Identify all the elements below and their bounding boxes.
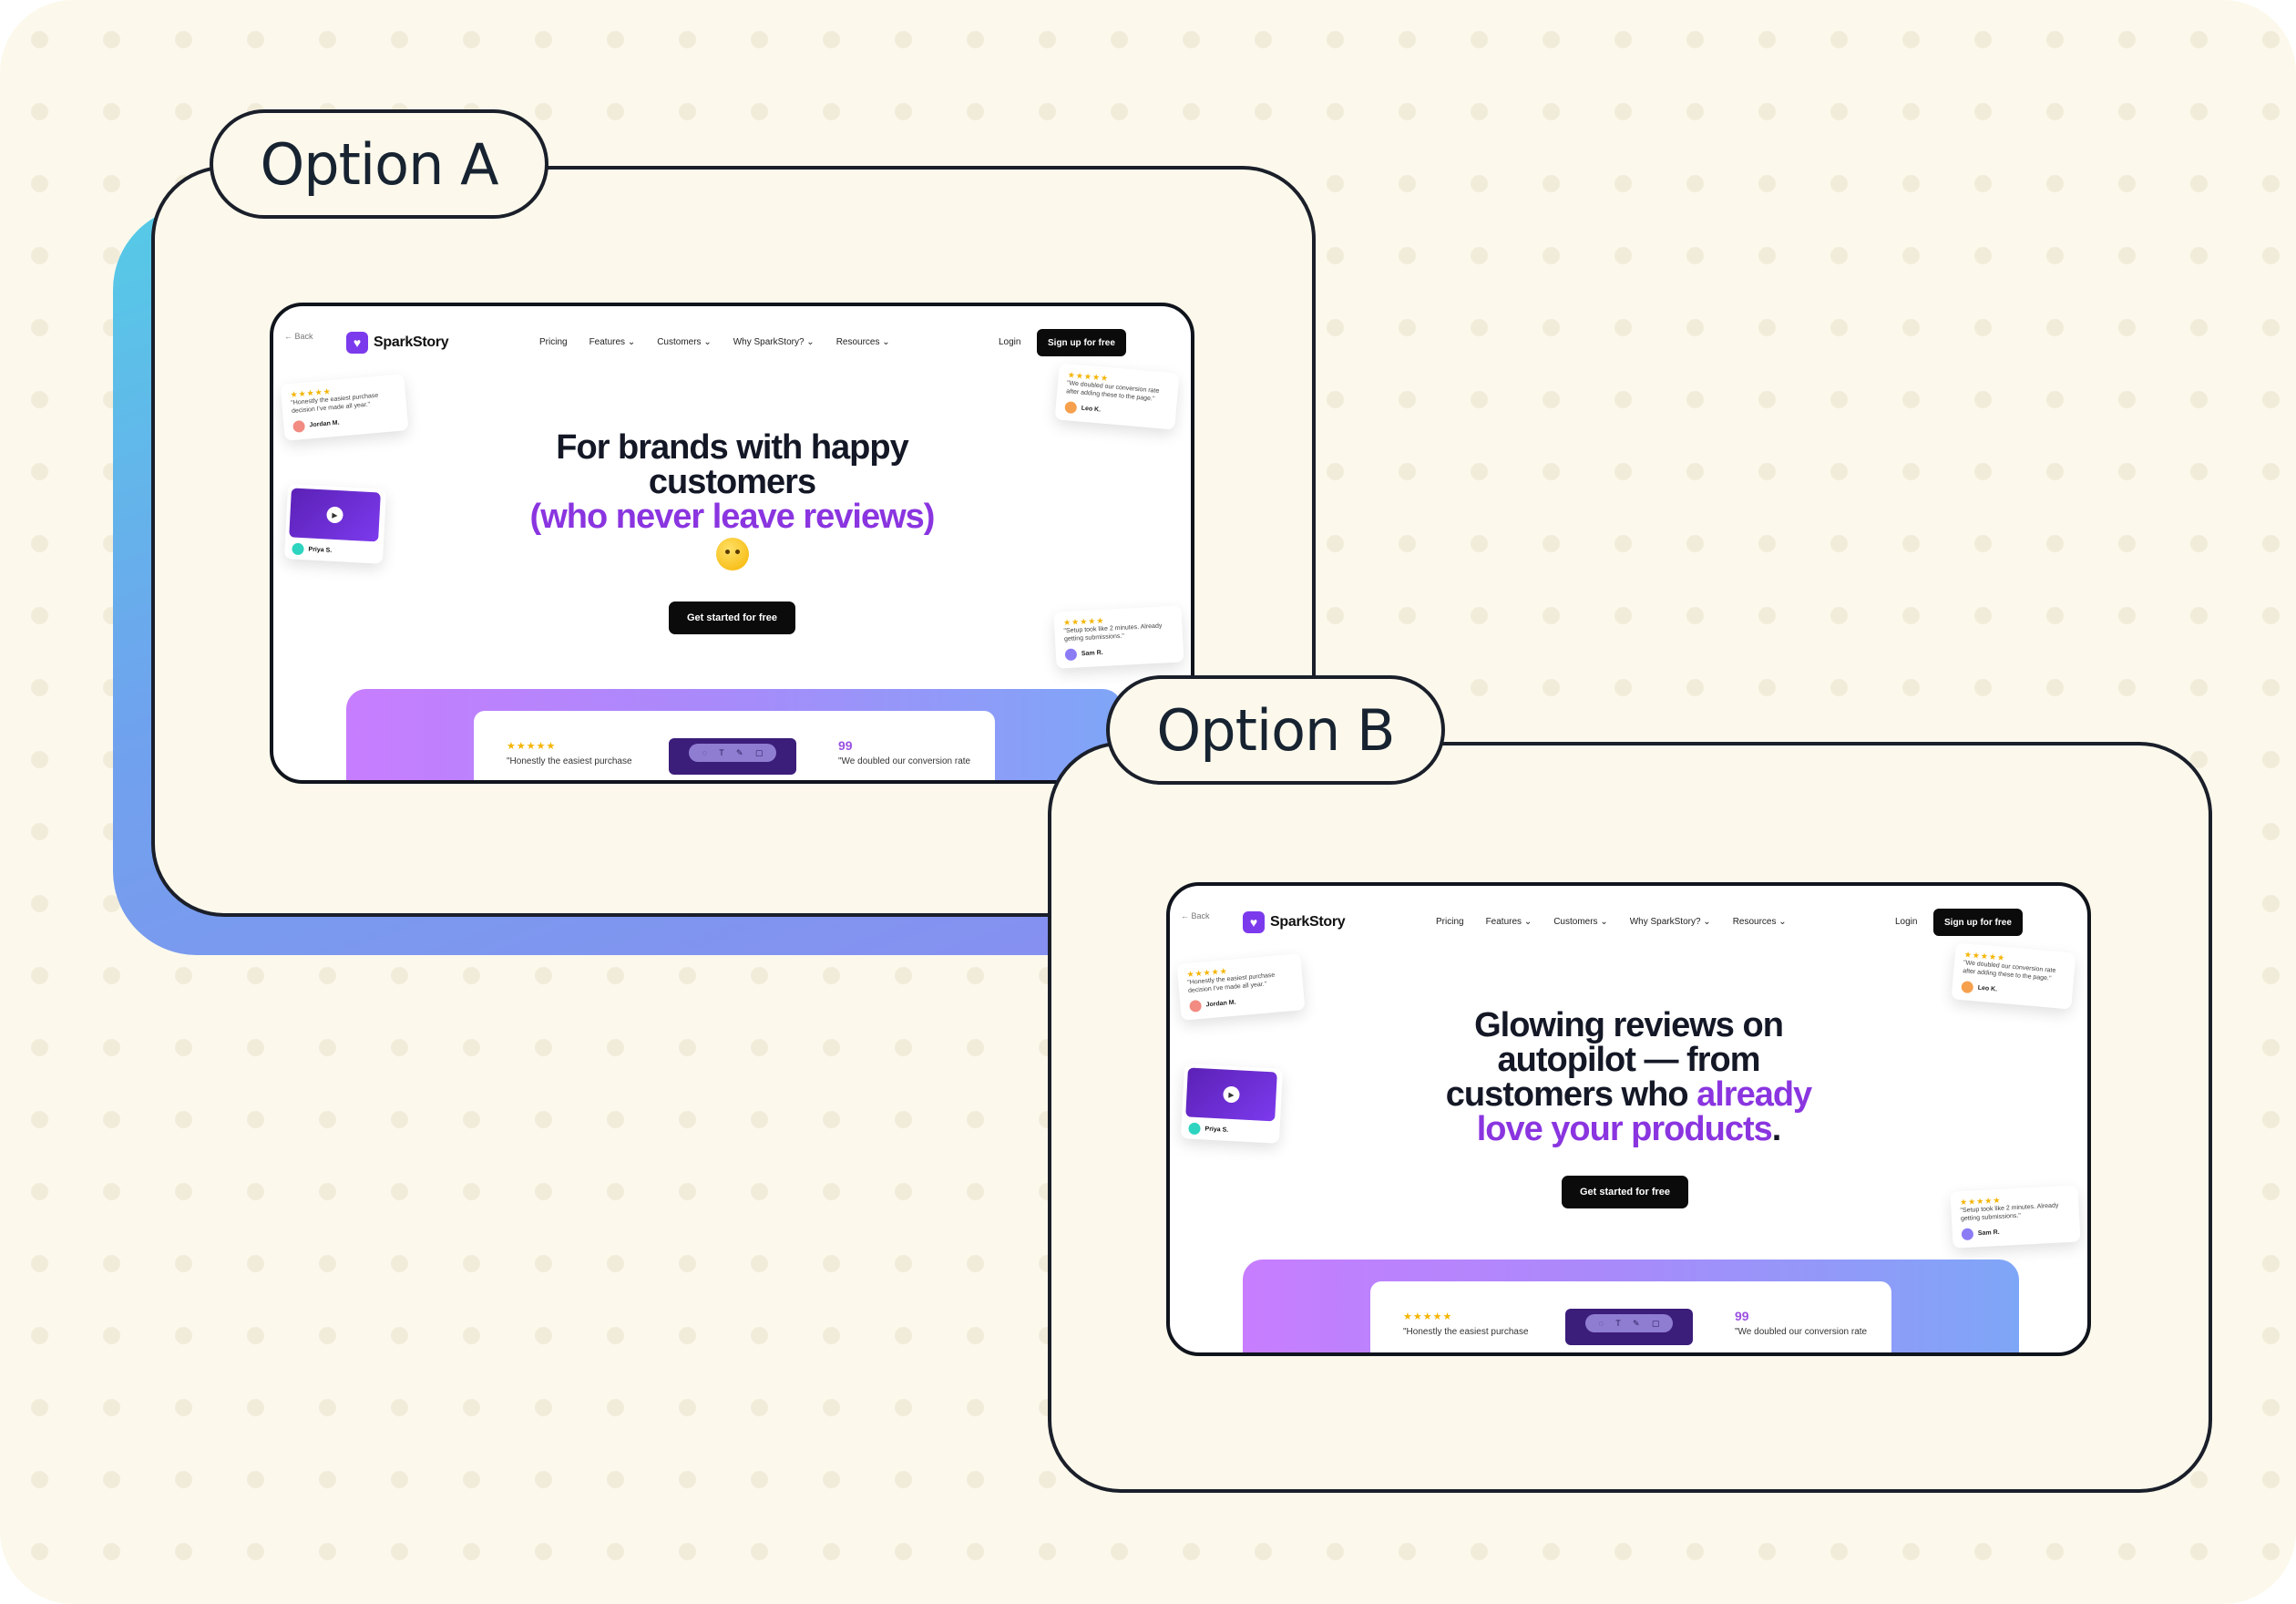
circle-tool-icon[interactable]: ◌: [702, 748, 707, 757]
quote-mark-icon: 99: [1735, 1309, 1749, 1323]
nav-why[interactable]: Why SparkStory? ⌄: [1629, 917, 1711, 927]
heart-icon: ♥: [346, 332, 368, 354]
hero-headline: Glowing reviews on autopilot — from cust…: [1170, 1008, 2087, 1146]
review-card: ★★★★★ "We doubled our conversion rate af…: [1951, 942, 2076, 1010]
editor-toolbar: ◌ T ✎ ▢: [669, 738, 796, 775]
frame-tool-icon[interactable]: ▢: [1651, 1318, 1660, 1328]
author-name: Leo K.: [1081, 405, 1102, 414]
pen-tool-icon[interactable]: ✎: [736, 747, 743, 757]
login-link[interactable]: Login: [1895, 917, 1918, 927]
signup-button[interactable]: Sign up for free: [1933, 909, 2023, 936]
text-tool-icon[interactable]: T: [1615, 1319, 1621, 1328]
option-a-screenshot: ← Back ♥ SparkStory Pricing Features ⌄ C…: [270, 303, 1194, 784]
text-tool-icon[interactable]: T: [719, 748, 724, 757]
review-card: ★★★★★ "Setup took like 2 minutes. Alread…: [1950, 1185, 2081, 1249]
headline-accent: love your products: [1476, 1110, 1773, 1148]
toolbar-pill: ◌ T ✎ ▢: [1585, 1314, 1673, 1332]
headline-line: For brands with happy: [556, 428, 908, 467]
nav-customers[interactable]: Customers ⌄: [1553, 917, 1608, 927]
headline-line: love your products.: [1170, 1112, 2087, 1146]
star-rating: ★★★★★: [507, 741, 557, 752]
headline-line: customers who already: [1170, 1077, 2087, 1112]
login-link[interactable]: Login: [999, 337, 1021, 347]
nav-customers[interactable]: Customers ⌄: [657, 337, 712, 347]
headline-period: .: [1771, 1110, 1782, 1148]
circle-tool-icon[interactable]: ◌: [1598, 1319, 1604, 1328]
preview-quote: "We doubled our conversion rate: [838, 756, 971, 766]
product-preview-panel: ★★★★★ "Honestly the easiest purchase ◌ T…: [474, 711, 995, 780]
hero-headline: For brands with happy customers (who nev…: [273, 430, 1191, 577]
review-author: Sam R.: [1961, 1223, 2072, 1241]
avatar: [1961, 1228, 1974, 1241]
headline-text: customers who: [1445, 1075, 1697, 1114]
author-name: Jordan M.: [309, 419, 340, 429]
nav-pricing[interactable]: Pricing: [539, 337, 568, 347]
preview-quote: "Honestly the easiest purchase: [1403, 1327, 1529, 1337]
headline-line: Glowing reviews on: [1474, 1006, 1784, 1044]
toolbar-pill: ◌ T ✎ ▢: [689, 744, 776, 762]
review-author: Leo K.: [1064, 401, 1167, 422]
product-preview-band: ★★★★★ "Honestly the easiest purchase ◌ T…: [346, 689, 1122, 780]
pen-tool-icon[interactable]: ✎: [1633, 1318, 1640, 1328]
nav-resources[interactable]: Resources ⌄: [1732, 917, 1787, 927]
editor-toolbar: ◌ T ✎ ▢: [1565, 1309, 1693, 1345]
review-card: ★★★★★ "Setup took like 2 minutes. Alread…: [1053, 605, 1184, 669]
get-started-button[interactable]: Get started for free: [1562, 1176, 1689, 1208]
nav-why[interactable]: Why SparkStory? ⌄: [733, 337, 815, 347]
main-nav: Pricing Features ⌄ Customers ⌄ Why Spark…: [539, 337, 890, 347]
preview-quote: "We doubled our conversion rate: [1735, 1327, 1868, 1337]
option-a-label: Option A: [210, 109, 548, 219]
star-rating: ★★★★★: [1403, 1311, 1453, 1322]
back-link[interactable]: ← Back: [284, 332, 313, 341]
nav-resources[interactable]: Resources ⌄: [835, 337, 890, 347]
nav-pricing[interactable]: Pricing: [1436, 917, 1464, 927]
headline-line: customers: [648, 463, 816, 501]
get-started-button[interactable]: Get started for free: [669, 602, 796, 634]
review-author: Leo K.: [1961, 981, 2064, 1002]
avatar: [1064, 648, 1078, 662]
main-nav: Pricing Features ⌄ Customers ⌄ Why Spark…: [1436, 917, 1787, 927]
option-b-screenshot: ← Back ♥ SparkStory Pricing Features ⌄ C…: [1166, 882, 2091, 1356]
author-name: Sam R.: [1081, 649, 1103, 658]
quote-mark-icon: 99: [838, 738, 853, 753]
nav-features[interactable]: Features ⌄: [589, 337, 636, 347]
frame-tool-icon[interactable]: ▢: [754, 747, 764, 757]
heart-icon: ♥: [1243, 911, 1265, 933]
back-link[interactable]: ← Back: [1181, 911, 1210, 920]
option-b-label: Option B: [1106, 675, 1445, 785]
author-name: Leo K.: [1977, 984, 1998, 993]
avatar: [1064, 401, 1078, 415]
author-name: Sam R.: [1977, 1229, 2000, 1238]
product-preview-panel: ★★★★★ "Honestly the easiest purchase ◌ T…: [1370, 1281, 1891, 1352]
headline-accent: (who never leave reviews): [529, 498, 936, 536]
review-card: ★★★★★ "We doubled our conversion rate af…: [1054, 363, 1180, 430]
headline-line: autopilot — from: [1497, 1041, 1761, 1079]
brand-logo[interactable]: ♥ SparkStory: [346, 332, 449, 354]
brand-logo[interactable]: ♥ SparkStory: [1243, 911, 1346, 933]
preview-quote: "Honestly the easiest purchase: [507, 756, 632, 766]
brand-name: SparkStory: [374, 334, 449, 350]
nav-features[interactable]: Features ⌄: [1485, 917, 1532, 927]
review-author: Sam R.: [1064, 643, 1175, 662]
avatar: [1961, 981, 1974, 994]
signup-button[interactable]: Sign up for free: [1037, 329, 1126, 356]
headline-accent: already: [1696, 1075, 1812, 1114]
brand-name: SparkStory: [1270, 914, 1346, 930]
product-preview-band: ★★★★★ "Honestly the easiest purchase ◌ T…: [1243, 1260, 2019, 1352]
crying-face-emoji-icon: [715, 538, 749, 571]
